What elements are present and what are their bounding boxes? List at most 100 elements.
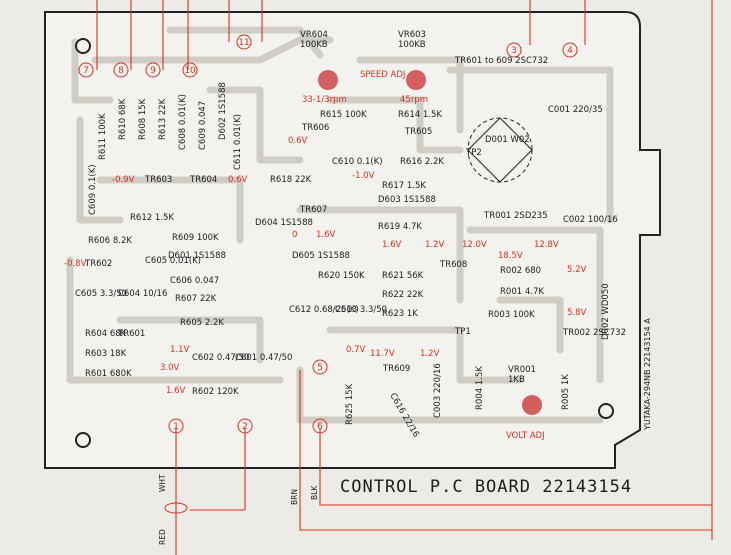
component-label: R608 15K — [138, 98, 148, 140]
voltage-label: -1.0V — [352, 171, 375, 181]
vr603-val: 100KB — [398, 40, 426, 50]
component-label: C001 220/35 — [548, 105, 603, 115]
rpm-45-label: 45rpm — [400, 95, 428, 105]
wire-label-brown: BRN — [290, 489, 299, 505]
component-label: R611 100K — [98, 113, 108, 160]
component-label: D602 1S1588 — [218, 82, 228, 140]
external-wires — [96, 0, 713, 555]
voltage-label: -0.8V — [64, 259, 87, 269]
pin-11-label: 11 — [238, 38, 249, 48]
component-label: D605 1S1588 — [292, 251, 350, 261]
component-label: R609 100K — [172, 233, 219, 243]
vr603-pot — [406, 70, 426, 90]
component-label: R005 1K — [561, 374, 571, 410]
component-label: C002 100/16 — [563, 215, 618, 225]
component-label: TR608 — [439, 260, 467, 270]
component-label: R004 1.5K — [475, 366, 485, 410]
pin-7-label: 7 — [83, 66, 89, 76]
component-label: C606 0.047 — [170, 276, 219, 286]
pin-11-marker: 11 — [236, 34, 252, 50]
pin-3-marker: 3 — [506, 42, 522, 58]
pin-8-label: 8 — [118, 66, 124, 76]
component-label: R625 15K — [345, 383, 355, 425]
voltage-label: 0.6V — [288, 136, 308, 146]
pin-5-marker: 5 — [312, 359, 328, 375]
component-label: D601 1S1588 — [168, 251, 226, 261]
component-label: C610 0.1(K) — [332, 157, 383, 167]
component-label: TR606 — [301, 123, 329, 133]
component-label: TR604 — [189, 175, 217, 185]
volt-adj-label: VOLT ADJ — [506, 431, 545, 441]
component-label: R604 68K — [85, 329, 127, 339]
component-label: D001 W02 — [485, 135, 530, 145]
pin-9-label: 9 — [150, 66, 156, 76]
pin-4-marker: 4 — [562, 42, 578, 58]
component-label: TR001 2SD235 — [483, 211, 548, 221]
pin-6-label: 6 — [317, 422, 323, 432]
component-label: R612 1.5K — [130, 213, 174, 223]
component-label: TR002 2SC732 — [562, 328, 626, 338]
component-label: TR607 — [299, 205, 327, 215]
vr001-ref: VR001 — [508, 365, 536, 375]
component-label: TR603 — [144, 175, 172, 185]
component-label: C605 3.3/50 — [75, 289, 127, 299]
voltage-label: 12.8V — [534, 240, 559, 250]
component-label: R607 22K — [175, 294, 217, 304]
component-label: TP1 — [454, 327, 471, 337]
component-label: R618 22K — [270, 175, 312, 185]
component-label: R617 1.5K — [382, 181, 426, 191]
voltage-label: -0.9V — [112, 175, 135, 185]
vr001-val: 1KB — [508, 375, 525, 385]
component-label: C604 10/16 — [118, 289, 167, 299]
mounting-holes — [75, 38, 614, 448]
component-label: C609 0.1(K) — [88, 164, 98, 215]
potentiometers — [318, 70, 542, 415]
pin-1-label: 1 — [173, 422, 179, 432]
component-label: R616 2.2K — [400, 157, 444, 167]
vr603-ref: VR603 — [398, 30, 426, 40]
pin-5-label: 5 — [317, 363, 323, 373]
pin-10-marker: 10 — [182, 62, 198, 78]
component-label: C608 0.01(K) — [178, 94, 188, 150]
vr001-pot — [522, 395, 542, 415]
component-label: R614 1.5K — [398, 110, 442, 120]
bridge-rectifier-d001 — [467, 117, 533, 183]
component-label: TR602 — [84, 259, 112, 269]
voltage-label: 1.1V — [170, 345, 190, 355]
component-label: C601 0.47/50 — [235, 353, 292, 363]
component-label: R002 680 — [500, 266, 541, 276]
pin-markers: 7 8 9 10 11 3 4 1 2 5 6 — [78, 34, 578, 434]
voltage-label: 0 — [292, 230, 297, 240]
pin-10-label: 10 — [184, 66, 196, 76]
voltage-label: 11.7V — [370, 349, 395, 359]
voltage-label: 0.7V — [346, 345, 366, 355]
component-label: R001 4.7K — [500, 287, 544, 297]
board-side-text: YUTAKA-294NB 22143154 A — [643, 318, 652, 431]
component-label: R622 22K — [382, 290, 424, 300]
component-label: C613 3.3/50 — [335, 305, 387, 315]
pin-9-marker: 9 — [145, 62, 161, 78]
component-label: TR609 — [382, 364, 410, 374]
voltage-label: 3.0V — [160, 363, 180, 373]
component-label: R619 4.7K — [378, 222, 422, 232]
voltage-label: 1.2V — [425, 240, 445, 250]
component-label: C609 0.047 — [198, 101, 208, 150]
component-label: D002 WD050 — [601, 283, 611, 340]
component-label: R601 680K — [85, 369, 132, 379]
component-label: R602 120K — [192, 387, 239, 397]
board-outline — [44, 11, 661, 469]
component-label: C612 0.68/25(K) — [289, 305, 359, 315]
component-label: C605 0.01(K) — [145, 256, 201, 266]
voltage-label: 1.6V — [316, 230, 336, 240]
vr604-pot — [318, 70, 338, 90]
component-label: R610 68K — [118, 98, 128, 140]
speed-adj-label: SPEED ADJ — [360, 70, 405, 80]
vr604-val: 100KB — [300, 40, 328, 50]
component-label: R615 100K — [320, 110, 367, 120]
component-label: D603 1S1588 — [378, 195, 436, 205]
component-label: TR601 — [117, 329, 145, 339]
component-label: R620 150K — [318, 271, 365, 281]
component-label: R603 18K — [85, 349, 127, 359]
